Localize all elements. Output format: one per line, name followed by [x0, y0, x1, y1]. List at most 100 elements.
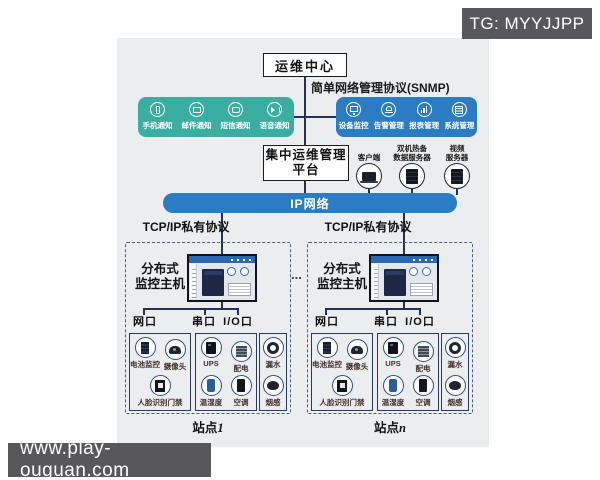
screen-cabinet-image: [384, 269, 406, 296]
mgmt-system: 系统管理: [444, 102, 474, 131]
battery-monitor-icon: [316, 337, 338, 358]
device-water-leak: 漏水: [260, 334, 286, 372]
wire-stub-serialport: [386, 308, 388, 315]
distributed-host-label: 分布式 监控主机: [131, 262, 189, 292]
serial-port-device-group: UPS 配电 温湿度 空调: [377, 333, 439, 411]
ops-center-label: 运维中心: [274, 58, 335, 74]
screen-titlebar: [371, 256, 437, 263]
device-label: 空调: [233, 398, 249, 407]
device-air-conditioner: 空调: [408, 372, 438, 410]
net-port-device-group: 电池监控 摄像头 人脸识别门禁: [311, 333, 373, 411]
net-port-device-group: 电池监控 摄像头 人脸识别门禁: [129, 333, 191, 411]
client-label-line: 客户端: [357, 152, 381, 162]
temp-humidity-icon: [200, 375, 222, 396]
camera-icon: [164, 339, 186, 360]
device-label: 配电: [233, 364, 249, 373]
data-server-label-line: 双机热备: [397, 144, 427, 153]
notification-channels-group: 手机通知 邮件通知 短信通知 语音通知: [138, 97, 294, 137]
wire-dataserver-to-ipbar: [411, 189, 413, 195]
monitoring-screen-thumbnail: [187, 254, 257, 302]
ops-center-box: 运维中心: [263, 53, 347, 77]
port-label-io: I/O口: [405, 316, 435, 328]
wire-videoserver-to-ipbar: [456, 189, 458, 195]
gauge-icon: [227, 267, 236, 276]
device-ups: UPS: [378, 334, 408, 372]
tg-watermark-badge: TG: MYYJJPP: [462, 8, 592, 39]
system-server-icon: [451, 102, 467, 117]
management-functions-group: 设备监控 告警管理 报表管理 系统管理: [336, 97, 477, 137]
ip-network-label: IP网络: [290, 196, 330, 211]
device-label: 电池监控: [312, 360, 342, 369]
smoke-sensor-icon: [444, 375, 466, 396]
device-smoke-sensor: 烟感: [260, 372, 286, 410]
camera-icon: [346, 339, 368, 360]
port-label-serial: 串口: [192, 316, 216, 328]
mgmt-label: 设备监控: [338, 121, 369, 130]
notify-label: 语音通知: [259, 121, 290, 130]
device-label: 温湿度: [381, 398, 405, 407]
wire-opscenter-to-platform: [304, 77, 306, 145]
wire-stub-ioport: [419, 308, 421, 315]
alarm-bell-icon: [381, 102, 397, 117]
mgmt-label: 报表管理: [409, 121, 440, 130]
notify-label: 短信通知: [220, 121, 251, 130]
mgmt-report: 报表管理: [409, 102, 439, 131]
wire-ipbar-to-station1: [221, 213, 223, 256]
device-temp-humidity: 温湿度: [196, 372, 226, 410]
snmp-protocol-label: 简单网络管理协议(SNMP): [311, 81, 450, 95]
notify-voice: 语音通知: [260, 102, 290, 131]
device-water-leak: 漏水: [442, 334, 468, 372]
device-battery-monitor: 电池监控: [130, 334, 160, 372]
device-battery-monitor: 电池监控: [312, 334, 342, 372]
tcpip-protocol-label: TCP/IP私有协议: [324, 220, 412, 234]
device-label: 烟感: [265, 398, 281, 407]
host-label-line2: 监控主机: [316, 277, 367, 291]
platform-label-line1: 集中运维管理: [265, 148, 347, 162]
mgmt-device-monitor: 设备监控: [339, 102, 369, 131]
air-conditioner-icon: [412, 375, 434, 396]
water-leak-icon: [444, 337, 466, 358]
device-label: 漏水: [447, 360, 463, 369]
central-platform-box: 集中运维管理 平台: [263, 145, 349, 181]
device-label: 空调: [415, 398, 431, 407]
gauge-icon: [422, 267, 431, 276]
site-prefix: 站点: [374, 421, 400, 435]
website-watermark: www.play-ouguan.com: [8, 438, 211, 480]
port-label-io: I/O口: [223, 316, 253, 328]
host-label-line1: 分布式: [323, 262, 361, 276]
mgmt-label: 系统管理: [444, 121, 475, 130]
notify-sms: 短信通知: [221, 102, 251, 131]
temp-humidity-icon: [382, 375, 404, 396]
device-label: 温湿度: [199, 398, 223, 407]
screen-cabinet-image: [202, 269, 224, 296]
serial-port-device-group: UPS 配电 温湿度 空调: [195, 333, 257, 411]
gauge-icon: [409, 267, 418, 276]
site-number: n: [399, 421, 406, 435]
smoke-sensor-icon: [262, 375, 284, 396]
power-distribution-icon: [230, 341, 252, 362]
face-access-icon: [149, 375, 171, 396]
data-server-label: 双机热备 数据服务器: [393, 144, 431, 162]
ip-network-bar: IP网络: [163, 193, 457, 213]
device-ups: UPS: [196, 334, 226, 372]
device-label: 漏水: [265, 360, 281, 369]
site-prefix: 站点: [192, 421, 218, 435]
tcpip-protocol-label: TCP/IP私有协议: [142, 220, 230, 234]
video-server-label-line: 视频: [449, 144, 465, 153]
notify-mobile: 手机通知: [143, 102, 173, 131]
client-stack: 客户端: [350, 144, 388, 195]
air-conditioner-icon: [230, 375, 252, 396]
face-access-icon: [331, 375, 353, 396]
power-distribution-icon: [412, 341, 434, 362]
port-label-net: 网口: [315, 316, 339, 328]
wire-port-distributor: [143, 308, 239, 310]
wire-stub-netport: [325, 308, 327, 315]
device-label: UPS: [203, 359, 219, 368]
screen-sidebar: [190, 264, 197, 299]
report-chart-icon: [416, 102, 432, 117]
device-label: 人脸识别门禁: [137, 398, 183, 407]
screen-mini-table: [228, 283, 251, 296]
video-server-label-line: 服务器: [445, 152, 469, 162]
mgmt-alarm: 告警管理: [374, 102, 404, 131]
